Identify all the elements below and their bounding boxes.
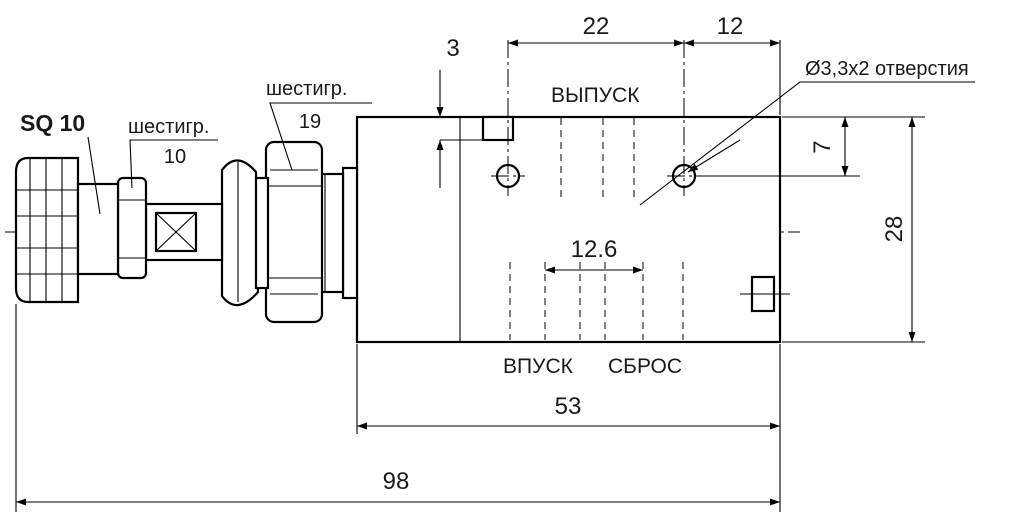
holes-callout: Ø3,3х2 отверстия <box>805 58 969 80</box>
plunger-disc <box>220 159 270 307</box>
stem <box>144 202 224 262</box>
hex-large-size: 19 <box>299 111 321 133</box>
dim-28: 28 <box>881 216 908 243</box>
hex-small-size: 10 <box>164 146 186 168</box>
bonnet <box>319 166 359 300</box>
dim-98: 98 <box>383 468 410 495</box>
dim-7: 7 <box>809 140 836 153</box>
hex-nut-19 <box>264 140 324 324</box>
dim-53: 53 <box>555 393 582 420</box>
hex-large-label: шестигр. <box>266 78 347 100</box>
square-callout: SQ 10 <box>20 110 85 136</box>
dimension-lines <box>15 39 975 512</box>
knurled-knob <box>14 156 120 304</box>
port-exhaust-label: ВЫПУСК <box>551 84 640 107</box>
hex-small-label: шестигр. <box>128 116 209 138</box>
port-reset-label: СБРОС <box>608 355 682 378</box>
dim-3: 3 <box>446 35 459 62</box>
hex-nut-10 <box>116 176 148 280</box>
port-inlet-label: ВПУСК <box>503 355 574 378</box>
dim-12: 12 <box>717 13 744 40</box>
valve-body <box>355 40 790 344</box>
dim-22: 22 <box>583 13 610 40</box>
dim-12-6: 12.6 <box>571 236 618 263</box>
exhaust-port-boss <box>481 115 515 142</box>
